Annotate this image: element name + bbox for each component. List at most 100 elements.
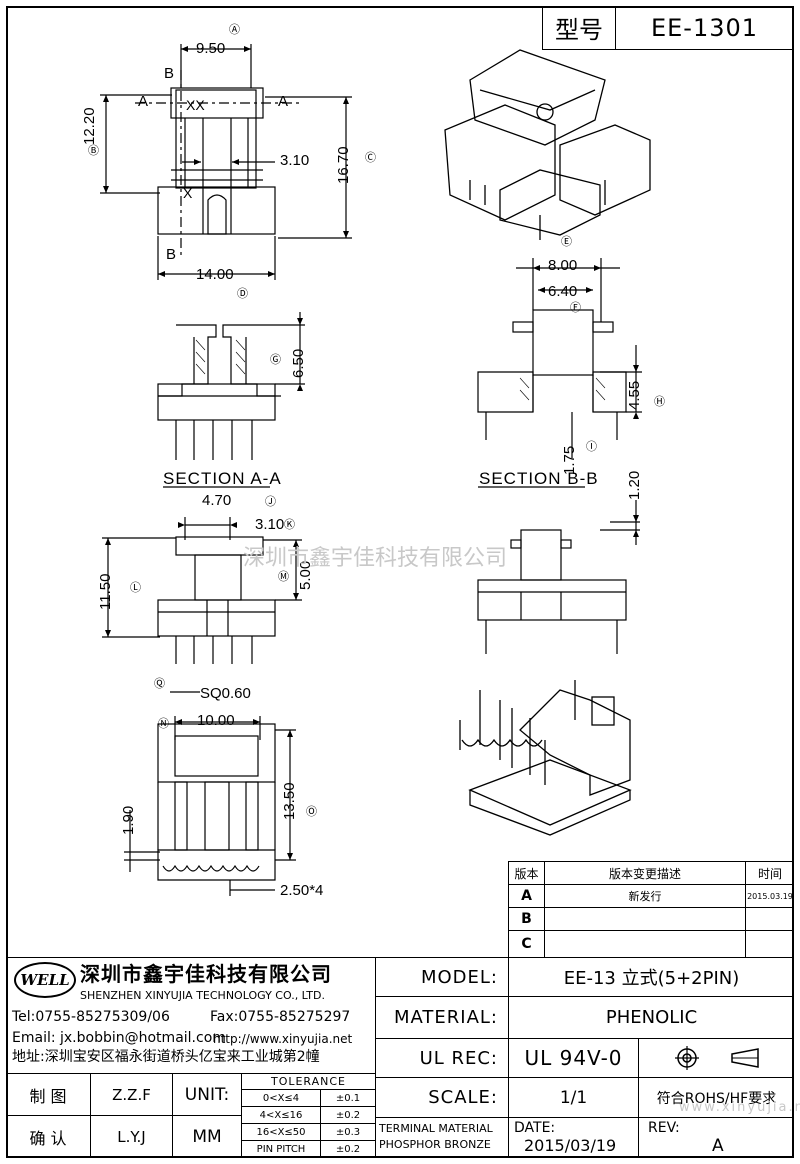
section-aa-view — [157, 312, 305, 488]
rev-header-version: 版本 — [508, 861, 545, 885]
rev-row-a-date: 2015.03.19 — [745, 884, 794, 908]
rev-header-desc: 版本变更描述 — [544, 861, 746, 885]
unit-label: UNIT: — [172, 1073, 242, 1116]
drawing-sheet — [6, 6, 794, 1158]
check-value: L.Y.J — [90, 1115, 173, 1158]
company-name-en: SHENZHEN XINYUJIA TECHNOLOGY CO., LTD. — [80, 989, 325, 1002]
callout-f: Ⓕ — [570, 301, 581, 314]
dim-16-70: 16.70 — [335, 146, 352, 184]
callout-k: Ⓚ — [284, 518, 295, 531]
tol-value-3: ±0.3 — [320, 1123, 376, 1141]
model-value: EE-13 立式(5+2PIN) — [508, 957, 794, 997]
header-model-label: 型号 — [542, 6, 616, 50]
callout-j: Ⓙ — [265, 495, 276, 508]
company-web: http://www.xinyujia.net — [213, 1032, 353, 1046]
section-bb-view — [477, 258, 642, 488]
section-bb-label: SECTION B-B — [479, 469, 599, 488]
tol-value-4: ±0.2 — [320, 1140, 376, 1158]
date-cell: DATE: 2015/03/19 — [508, 1117, 639, 1158]
cut-a-right: A — [278, 93, 289, 110]
dim-4-55: 4.55 — [626, 380, 643, 410]
dim-3-10-top: 3.10 — [280, 152, 310, 169]
check-label: 确 认 — [6, 1115, 91, 1158]
rev-row-a-desc: 新发行 — [544, 884, 746, 908]
top-view — [100, 44, 352, 280]
callout-b: Ⓑ — [88, 144, 99, 157]
rev-cell: REV: A — [638, 1117, 794, 1158]
company-email: Email: jx.bobbin@hotmail.com — [12, 1030, 226, 1046]
dim-3-10-front: 3.10 — [255, 516, 285, 533]
watermark-corner: www.xinyujia.net — [679, 1100, 800, 1115]
callout-d: Ⓓ — [237, 287, 248, 300]
iso-view-bottom — [459, 680, 632, 836]
scale-value: 1/1 — [508, 1077, 639, 1118]
dim-1-20: 1.20 — [626, 470, 643, 500]
dim-8-00: 8.00 — [548, 257, 578, 274]
callout-q: Ⓠ — [154, 677, 165, 690]
dim-4-70: 4.70 — [202, 492, 232, 509]
logo-text: WELL — [20, 971, 70, 989]
rev-header-date: 时间 — [745, 861, 794, 885]
dim-1-90: 1.90 — [120, 805, 137, 835]
material-value: PHENOLIC — [508, 996, 794, 1039]
tolerance-title: TOLERANCE — [241, 1073, 376, 1090]
rev-row-c: C — [508, 930, 545, 958]
material-label: MATERIAL: — [375, 996, 509, 1039]
bottom-view — [124, 716, 296, 896]
projection-cone-icon — [730, 1048, 759, 1068]
rev-row-b-desc — [544, 907, 746, 931]
tol-range-4: PIN PITCH — [241, 1140, 321, 1158]
projection-symbols — [638, 1038, 794, 1078]
dim-6-40: 6.40 — [548, 283, 578, 300]
front-view — [102, 517, 302, 693]
dim-sq0-60: SQ0.60 — [200, 685, 251, 702]
dim-2-50x4: 2.50*4 — [280, 882, 324, 899]
header-model-value: EE-1301 — [615, 6, 794, 50]
tol-range-1: 0<X≤4 — [241, 1089, 321, 1107]
callout-h: Ⓗ — [654, 395, 665, 408]
cut-a-left: A — [138, 93, 149, 110]
rev-row-a: A — [508, 884, 545, 908]
unit-value: MM — [172, 1115, 242, 1158]
rev-row-c-date — [745, 930, 794, 958]
dim-6-50: 6.50 — [290, 348, 307, 378]
company-logo: WELL — [14, 962, 76, 998]
callout-m: Ⓜ — [278, 570, 289, 583]
terminal-material-cell: TERMINAL MATERIAL PHOSPHOR BRONZE — [375, 1117, 509, 1158]
tol-value-2: ±0.2 — [320, 1106, 376, 1124]
tol-range-2: 4<X≤16 — [241, 1106, 321, 1124]
callout-a: Ⓐ — [229, 23, 240, 36]
callout-i: Ⓘ — [586, 440, 597, 453]
tol-value-1: ±0.1 — [320, 1089, 376, 1107]
company-tel: Tel:0755-85275309/06 — [12, 1009, 170, 1025]
rev-value: A — [712, 1136, 724, 1156]
callout-o: Ⓞ — [306, 805, 317, 818]
tol-range-3: 16<X≤50 — [241, 1123, 321, 1141]
crosshair-icon — [674, 1046, 699, 1070]
rev-row-b-date — [745, 907, 794, 931]
iso-view-top — [444, 49, 651, 240]
dim-10-00: 10.00 — [197, 712, 235, 729]
dim-9-50: 9.50 — [196, 40, 226, 57]
draw-label: 制 图 — [6, 1073, 91, 1116]
rev-row-c-desc — [544, 930, 746, 958]
top-view-mark-xx: XX — [186, 97, 205, 113]
company-name-cn: 深圳市鑫宇佳科技有限公司 — [80, 962, 332, 986]
top-view-mark-x: X — [183, 185, 193, 201]
draw-value: Z.Z.F — [90, 1073, 173, 1116]
dim-13-50: 13.50 — [281, 782, 298, 820]
dim-12-20: 12.20 — [81, 107, 98, 145]
rohs-note: 符合ROHS/HF要求 — [638, 1077, 794, 1118]
callout-l: Ⓛ — [130, 581, 141, 594]
terminal-material-label: TERMINAL MATERIAL — [379, 1122, 493, 1135]
cut-b-bottom: B — [166, 246, 177, 263]
cut-b-top: B — [164, 65, 175, 82]
callout-e: Ⓔ — [561, 235, 572, 248]
rev-row-b: B — [508, 907, 545, 931]
date-value: 2015/03/19 — [524, 1136, 617, 1155]
terminal-material-value: PHOSPHOR BRONZE — [379, 1138, 491, 1151]
ulrec-label: UL REC: — [375, 1038, 509, 1078]
date-label: DATE: — [514, 1120, 556, 1136]
rev-label: REV: — [648, 1120, 680, 1136]
